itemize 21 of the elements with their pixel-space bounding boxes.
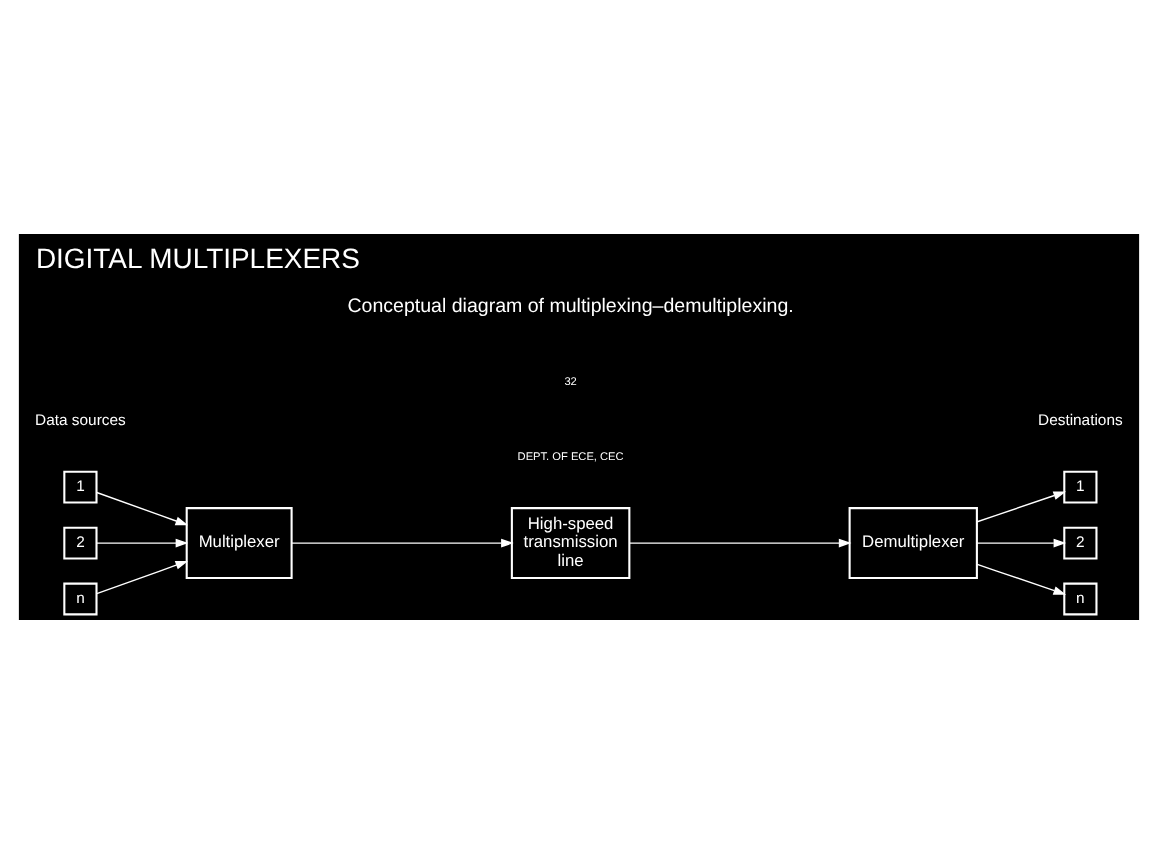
node-box: 1 [1063,469,1098,503]
label: Data sources [35,410,126,429]
arrow [291,537,514,547]
node-box: 2 [63,525,98,559]
caption: Conceptual diagram of multiplexing–demultiplexing. [347,294,794,317]
node-box: High-speed transmission line [510,506,631,579]
node-box: 2 [1063,525,1098,559]
node-box: 1 [63,469,98,503]
arrow [96,559,189,594]
arrow [96,490,189,525]
arrow [628,537,852,547]
arrow [976,562,1067,594]
node-box: n [63,581,98,615]
node-box: Multiplexer [185,506,293,579]
arrow [976,537,1067,547]
node-box: n [1063,581,1098,615]
arrow [976,490,1067,522]
node-box: Demultiplexer [848,506,978,579]
diagram-title: DIGITAL MULTIPLEXERS [35,240,360,273]
label: Destinations [1038,410,1123,429]
arrow [96,537,189,547]
